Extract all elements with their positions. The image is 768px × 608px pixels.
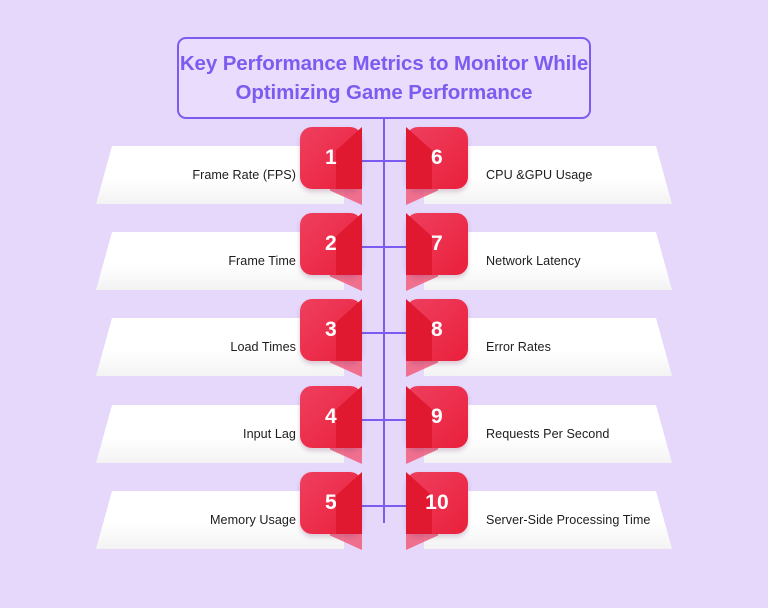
metric-row: Input Lag Requests Per Second 4 9 xyxy=(0,386,768,482)
metric-row: Frame Time Network Latency 2 7 xyxy=(0,213,768,309)
metric-number-badge-left[interactable]: 4 xyxy=(300,386,362,464)
connector-line-right xyxy=(383,246,425,248)
connector-line-left xyxy=(344,332,386,334)
connector-line-left xyxy=(344,419,386,421)
metric-number-left: 3 xyxy=(325,318,337,341)
metric-number-left: 4 xyxy=(325,405,337,428)
metric-number-badge-left[interactable]: 5 xyxy=(300,472,362,550)
metric-label-left: Frame Time xyxy=(228,253,296,268)
center-spine-line xyxy=(383,119,385,523)
metric-row: Frame Rate (FPS) CPU &GPU Usage 1 6 xyxy=(0,127,768,223)
metric-number-right: 6 xyxy=(431,146,443,169)
metric-row: Memory Usage Server-Side Processing Time… xyxy=(0,472,768,568)
metric-number-badge-left[interactable]: 3 xyxy=(300,299,362,377)
metric-label-right: Server-Side Processing Time xyxy=(486,512,651,527)
metric-label-left: Memory Usage xyxy=(210,512,296,527)
connector-line-left xyxy=(344,505,386,507)
metric-number-badge-left[interactable]: 1 xyxy=(300,127,362,205)
metric-label-right: Requests Per Second xyxy=(486,426,610,441)
metric-row: Load Times Error Rates 3 8 xyxy=(0,299,768,395)
connector-line-right xyxy=(383,332,425,334)
metric-label-right: Error Rates xyxy=(486,339,551,354)
metric-number-right: 9 xyxy=(431,405,443,428)
metric-number-left: 1 xyxy=(325,146,337,169)
page-title: Key Performance Metrics to Monitor While… xyxy=(177,37,591,119)
metric-label-right: CPU &GPU Usage xyxy=(486,167,593,182)
metric-number-right: 10 xyxy=(425,491,449,514)
metric-label-left: Input Lag xyxy=(243,426,296,441)
metric-label-left: Load Times xyxy=(230,339,296,354)
connector-line-left xyxy=(344,160,386,162)
metric-number-left: 5 xyxy=(325,491,337,514)
metric-number-badge-right[interactable]: 9 xyxy=(406,386,468,464)
metric-number-left: 2 xyxy=(325,232,337,255)
metric-label-right: Network Latency xyxy=(486,253,581,268)
connector-line-right xyxy=(383,419,425,421)
connector-line-left xyxy=(344,246,386,248)
connector-line-right xyxy=(383,505,425,507)
metric-label-left: Frame Rate (FPS) xyxy=(192,167,296,182)
metric-number-right: 7 xyxy=(431,232,443,255)
metric-number-badge-right[interactable]: 7 xyxy=(406,213,468,291)
metric-number-right: 8 xyxy=(431,318,443,341)
page-title-line-2: Optimizing Game Performance xyxy=(235,81,533,104)
page-title-line-1: Key Performance Metrics to Monitor While xyxy=(179,52,589,75)
connector-line-right xyxy=(383,160,425,162)
metric-number-badge-right[interactable]: 10 xyxy=(406,472,468,550)
metric-number-badge-right[interactable]: 8 xyxy=(406,299,468,377)
metric-number-badge-right[interactable]: 6 xyxy=(406,127,468,205)
metric-number-badge-left[interactable]: 2 xyxy=(300,213,362,291)
